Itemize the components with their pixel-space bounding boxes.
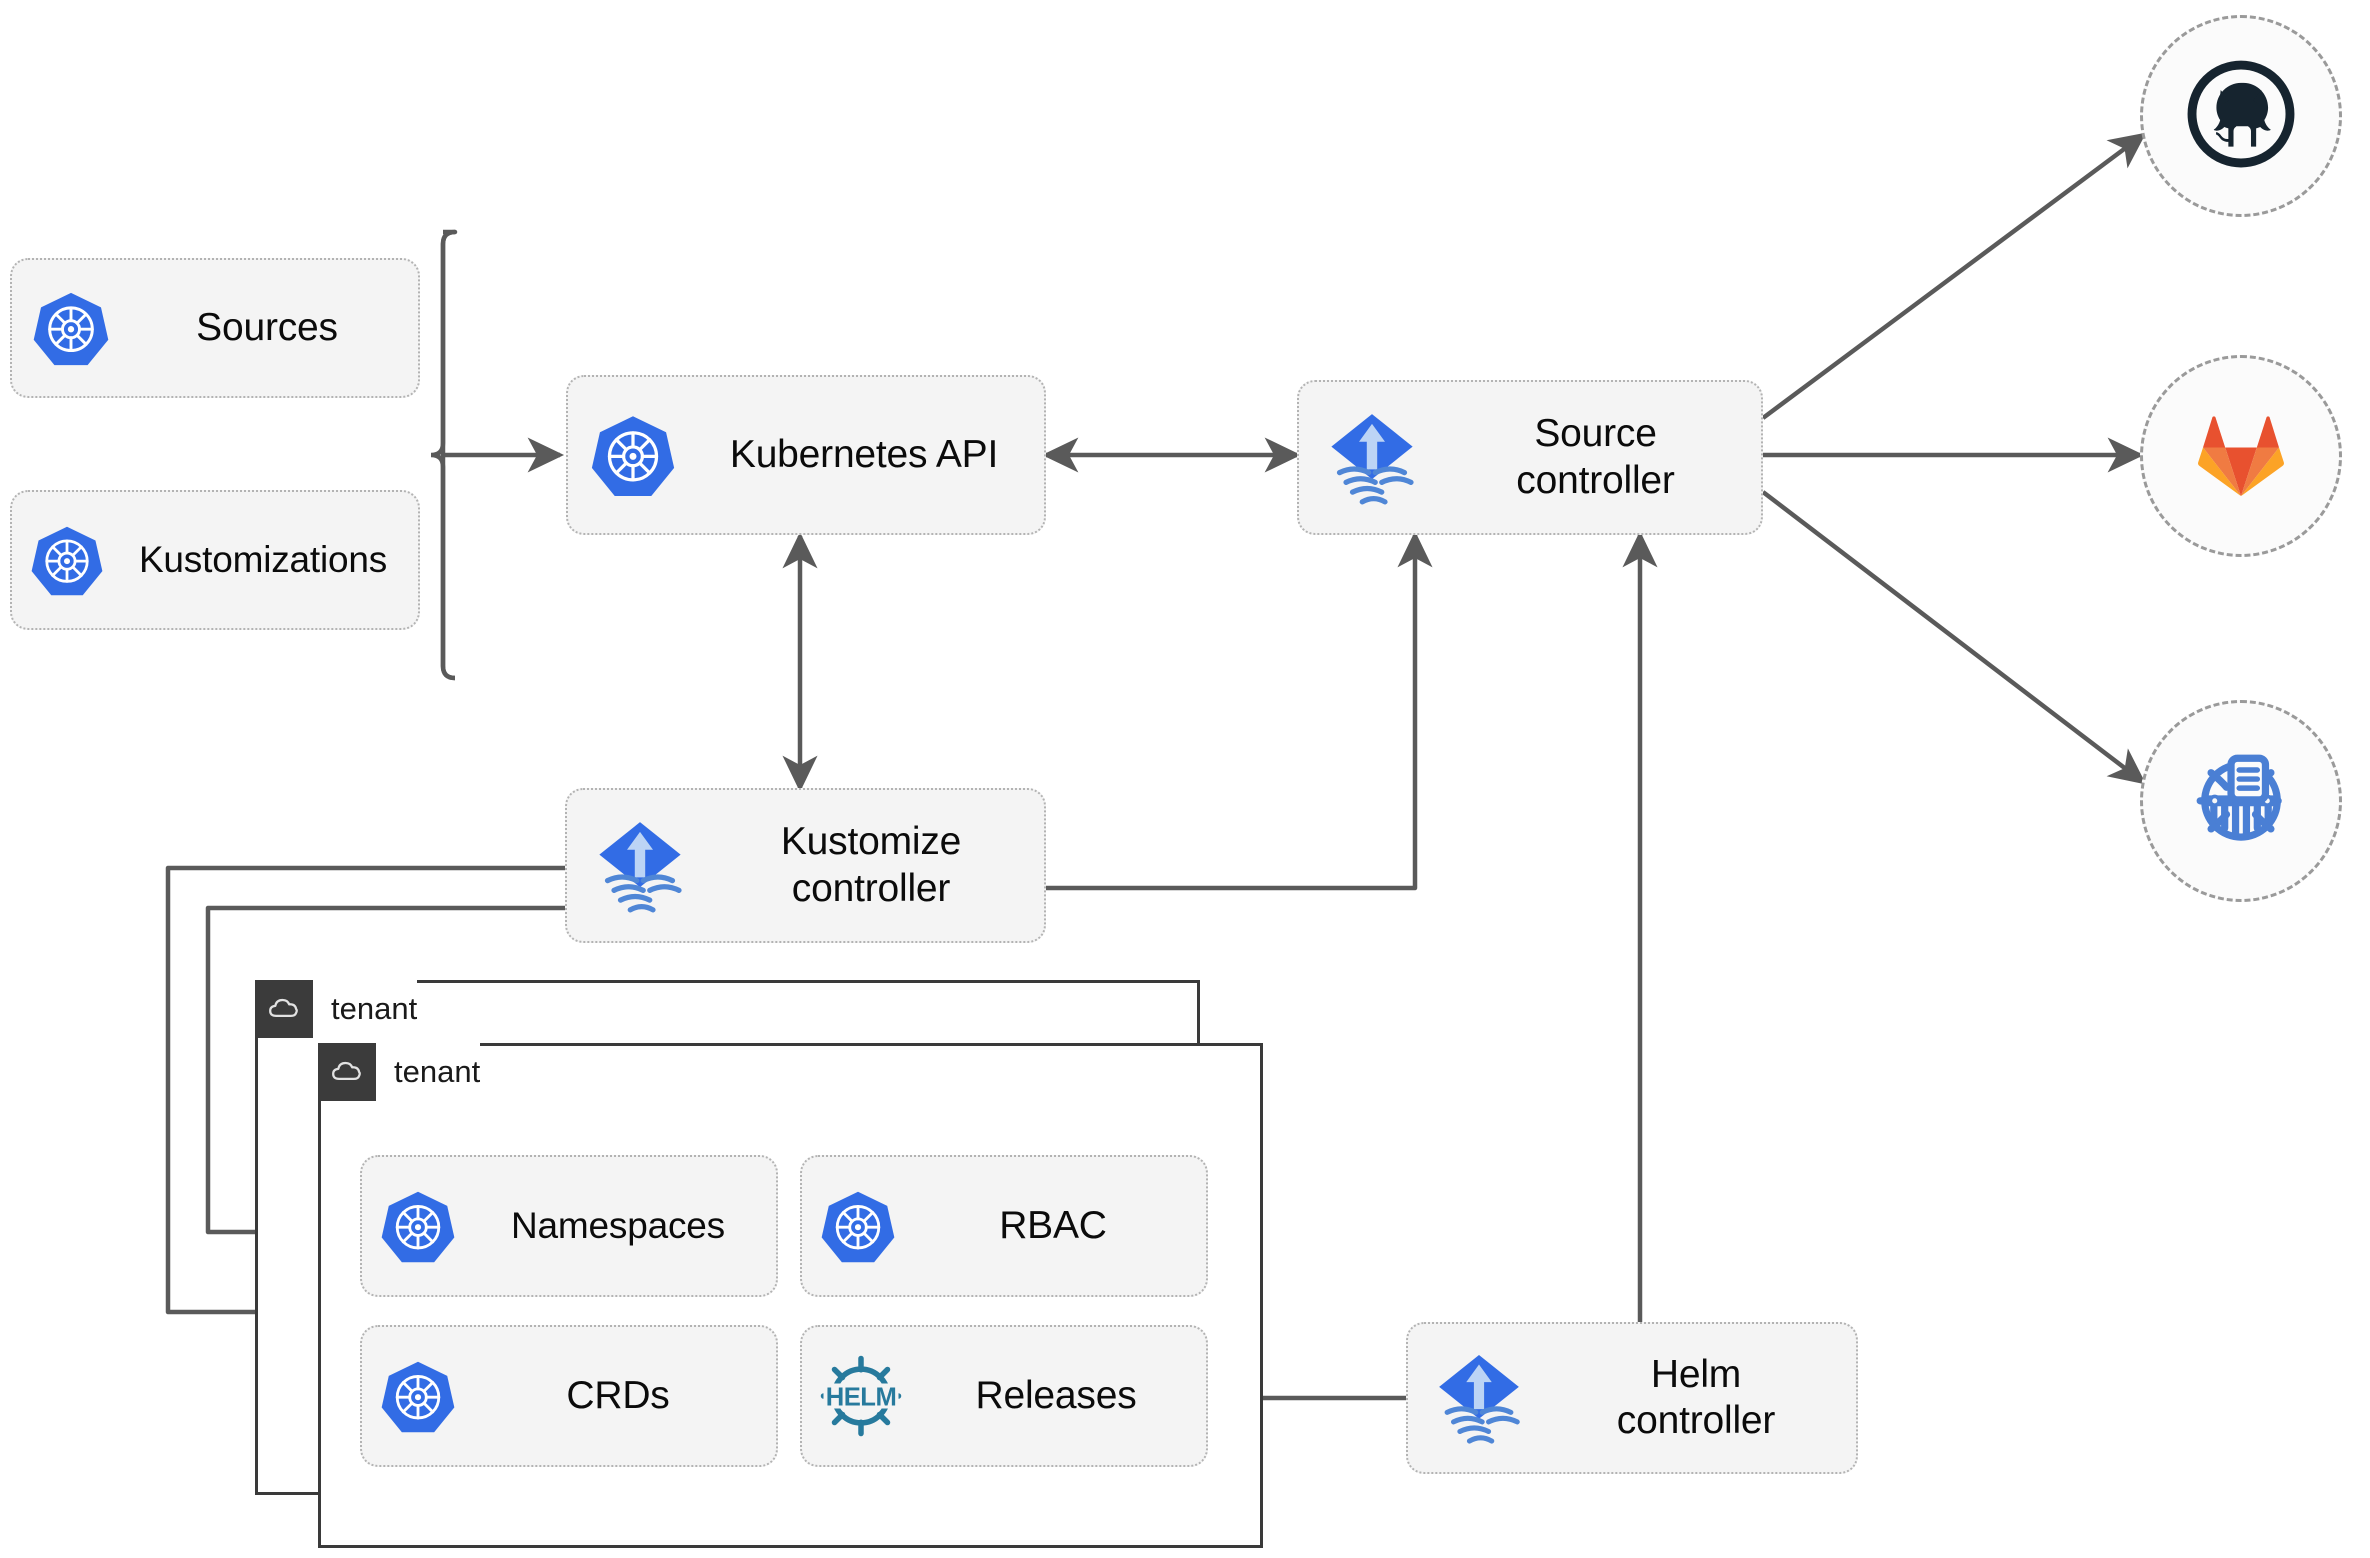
provider-gitlab[interactable] [2140, 355, 2342, 557]
cloud-icon [255, 980, 313, 1038]
tenant-tab: tenant [255, 980, 418, 1038]
node-label: Releases [975, 1373, 1137, 1417]
node-rbac[interactable]: RBAC [800, 1155, 1208, 1297]
node-label: Kubernetes API [729, 432, 999, 476]
github-icon [2184, 57, 2298, 176]
kubernetes-icon [568, 412, 698, 498]
tenant-label: tenant [313, 980, 418, 1038]
node-sources[interactable]: Sources [10, 258, 420, 398]
node-namespaces[interactable]: Namespaces [360, 1155, 778, 1297]
node-label: Kustomizations [138, 539, 388, 581]
node-label: Kustomize controller [780, 820, 962, 910]
kubernetes-icon [362, 1188, 474, 1264]
flux-icon [1299, 406, 1444, 510]
node-label: RBAC [999, 1203, 1107, 1247]
cloud-icon [318, 1043, 376, 1101]
provider-bucket[interactable] [2140, 700, 2342, 902]
node-crds[interactable]: CRDs [360, 1325, 778, 1467]
node-helm-controller[interactable]: Helm controller [1406, 1322, 1858, 1474]
helm-repository-icon [2183, 741, 2299, 862]
node-label: Sources [196, 305, 338, 349]
node-releases[interactable]: HELM Releases [800, 1325, 1208, 1467]
kubernetes-icon [362, 1358, 474, 1434]
node-label: CRDs [566, 1373, 670, 1417]
gitlab-icon [2186, 399, 2296, 514]
kubernetes-icon [12, 523, 122, 597]
node-source-controller[interactable]: Source controller [1297, 380, 1763, 535]
tenant-label: tenant [376, 1043, 481, 1101]
provider-github[interactable] [2140, 15, 2342, 217]
kubernetes-icon [12, 289, 130, 367]
tenant-tab: tenant [318, 1043, 481, 1101]
node-kustomizations[interactable]: Kustomizations [10, 490, 420, 630]
kubernetes-icon [802, 1188, 914, 1264]
node-label: Namespaces [511, 1205, 725, 1247]
flux-icon [1408, 1347, 1550, 1449]
node-label: Source controller [1516, 412, 1675, 502]
helm-icon: HELM [802, 1351, 920, 1441]
flux-icon [567, 814, 712, 918]
node-kubernetes-api[interactable]: Kubernetes API [566, 375, 1046, 535]
node-kustomize-controller[interactable]: Kustomize controller [565, 788, 1046, 943]
node-label: Helm controller [1616, 1352, 1776, 1442]
svg-text:HELM: HELM [826, 1383, 897, 1411]
